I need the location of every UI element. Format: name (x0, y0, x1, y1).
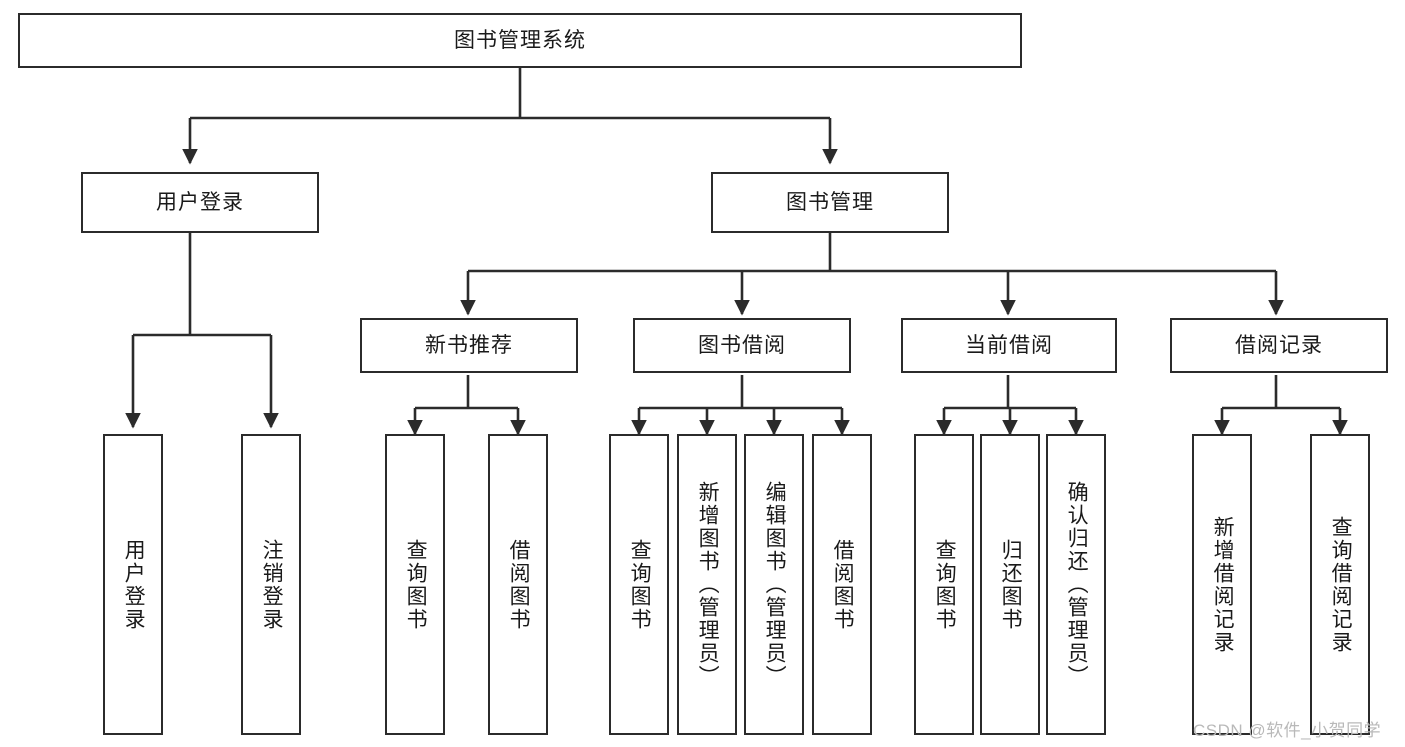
csdn-watermark: CSDN @软件_小贺同学 (1193, 721, 1382, 740)
node-label: 查询图书 (933, 538, 957, 631)
node-label: 新书推荐 (425, 333, 513, 357)
node-label: 当前借阅 (965, 333, 1053, 357)
leaf-current-borrow-return[interactable]: 归还图书 (980, 434, 1040, 735)
node-label: 新增借阅记录 (1211, 515, 1235, 654)
leaf-current-borrow-confirm-return[interactable]: 确认归还（管理员） (1046, 434, 1106, 735)
node-root-book-management-system[interactable]: 图书管理系统 (18, 13, 1022, 68)
node-label: 查询图书 (628, 538, 652, 631)
leaf-user-login-logout[interactable]: 注销登录 (241, 434, 301, 735)
node-label: 确认归还（管理员） (1065, 481, 1089, 688)
node-label: 用户登录 (122, 538, 146, 631)
node-label: 图书管理 (786, 190, 874, 214)
node-user-login[interactable]: 用户登录 (81, 172, 319, 233)
node-label: 查询图书 (404, 538, 428, 631)
node-book-management[interactable]: 图书管理 (711, 172, 949, 233)
node-label: 注销登录 (260, 538, 284, 631)
node-label: 用户登录 (156, 190, 244, 214)
node-book-borrow[interactable]: 图书借阅 (633, 318, 851, 373)
leaf-user-login-login[interactable]: 用户登录 (103, 434, 163, 735)
node-current-borrow[interactable]: 当前借阅 (901, 318, 1117, 373)
node-label: 借阅记录 (1235, 333, 1323, 357)
node-label: 归还图书 (999, 538, 1023, 631)
node-label: 图书借阅 (698, 333, 786, 357)
node-label: 新增图书（管理员） (696, 481, 720, 688)
node-borrow-record[interactable]: 借阅记录 (1170, 318, 1388, 373)
node-label: 查询借阅记录 (1329, 515, 1353, 654)
leaf-new-book-borrow[interactable]: 借阅图书 (488, 434, 548, 735)
node-label: 图书管理系统 (454, 28, 586, 52)
leaf-book-borrow-query[interactable]: 查询图书 (609, 434, 669, 735)
leaf-book-borrow-borrow[interactable]: 借阅图书 (812, 434, 872, 735)
leaf-borrow-record-add[interactable]: 新增借阅记录 (1192, 434, 1252, 735)
node-new-book-recommend[interactable]: 新书推荐 (360, 318, 578, 373)
node-label: 借阅图书 (831, 538, 855, 631)
leaf-current-borrow-query[interactable]: 查询图书 (914, 434, 974, 735)
leaf-new-book-query[interactable]: 查询图书 (385, 434, 445, 735)
node-label: 借阅图书 (507, 538, 531, 631)
node-label: 编辑图书（管理员） (763, 481, 787, 688)
leaf-book-borrow-add[interactable]: 新增图书（管理员） (677, 434, 737, 735)
leaf-borrow-record-query[interactable]: 查询借阅记录 (1310, 434, 1370, 735)
leaf-book-borrow-edit[interactable]: 编辑图书（管理员） (744, 434, 804, 735)
